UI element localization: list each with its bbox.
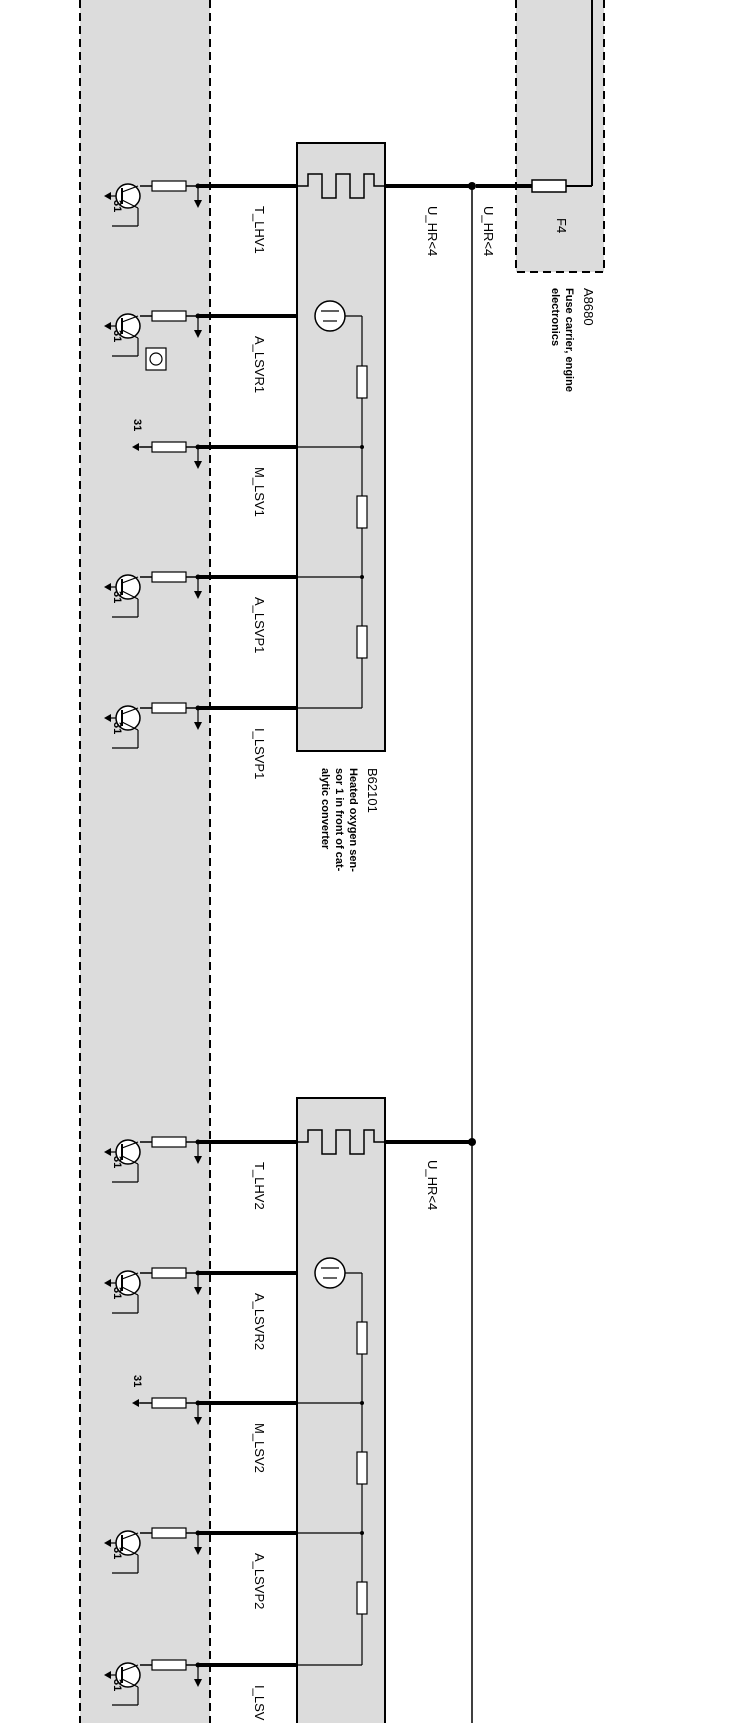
sensor-1-name-line1: Heated oxygen sen- xyxy=(347,768,359,872)
oxygen-sensor-2 xyxy=(296,1097,386,1723)
ecu-pin-m-lsv2: 31M_LSV2 xyxy=(131,1375,297,1473)
sensor-1-id: B62101 xyxy=(365,768,380,813)
resistor-icon xyxy=(151,1659,187,1671)
resistor-icon xyxy=(356,1321,368,1355)
connector-label: A_LSVP2 xyxy=(252,1553,267,1609)
resistor-icon xyxy=(356,495,368,529)
fuse-carrier-id: A8680 xyxy=(581,288,596,326)
ground-label: 31 xyxy=(111,1156,123,1168)
pump-cell-icon xyxy=(314,1257,346,1289)
resistor-icon xyxy=(356,1451,368,1485)
ground-label: 31 xyxy=(111,591,123,603)
ground-arrow-icon xyxy=(104,1671,111,1679)
connector-label: T_LHV2 xyxy=(252,1162,267,1210)
arrow-down-icon xyxy=(194,722,202,730)
heater-element-icon xyxy=(297,173,385,199)
resistor-icon xyxy=(356,1581,368,1615)
resistor-icon xyxy=(151,1397,187,1409)
resistor-icon xyxy=(151,310,187,322)
connector-label: A_LSVR1 xyxy=(252,336,267,393)
resistor-icon xyxy=(151,571,187,583)
fuse-carrier-name-line2: electronics xyxy=(549,288,561,346)
ground-arrow-icon xyxy=(104,1148,111,1156)
pump-cell-icon xyxy=(314,300,346,332)
fuse-f4-symbol xyxy=(531,179,567,193)
oxygen-sensor-1: B62101 Heated oxygen sen- sor 1 in front… xyxy=(296,142,386,872)
ground-label: 31 xyxy=(131,419,143,431)
ground-arrow-icon xyxy=(104,1279,111,1287)
sensor-1-heater-supply-label: U_HR<4 xyxy=(425,206,440,256)
arrow-down-icon xyxy=(194,200,202,208)
connector-label: I_LSV xyxy=(252,1685,267,1721)
resistor-icon xyxy=(356,365,368,399)
resistor-icon xyxy=(151,180,187,192)
ground-label: 31 xyxy=(111,722,123,734)
ground-label: 31 xyxy=(111,1547,123,1559)
fuse-carrier: F4 A8680 Fuse carrier, engine electronic… xyxy=(476,0,605,392)
arrow-down-icon xyxy=(194,591,202,599)
resistor-icon xyxy=(151,1527,187,1539)
ecu-pin-m-lsv1: 31M_LSV1 xyxy=(131,419,297,517)
ground-label: 31 xyxy=(111,1287,123,1299)
arrow-down-icon xyxy=(194,1547,202,1555)
ground-arrow-icon xyxy=(104,583,111,591)
sensor-1-name-line2: sor 1 in front of cat- xyxy=(333,768,345,872)
connector-label: I_LSVP1 xyxy=(252,728,267,779)
fuse-label: F4 xyxy=(554,218,569,233)
ground-label: 31 xyxy=(111,1679,123,1691)
ground-label: 31 xyxy=(111,330,123,342)
arrow-down-icon xyxy=(194,1156,202,1164)
connector-label: T_LHV1 xyxy=(252,206,267,254)
ground-arrow-icon xyxy=(132,443,139,451)
arrow-down-icon xyxy=(194,461,202,469)
connector-label: M_LSV1 xyxy=(252,467,267,517)
connector-label: M_LSV2 xyxy=(252,1423,267,1473)
fuse-carrier-name-line1: Fuse carrier, engine xyxy=(563,288,575,392)
bus-supply-label: U_HR<4 xyxy=(481,206,496,256)
ground-arrow-icon xyxy=(104,1539,111,1547)
resistor-icon xyxy=(151,1267,187,1279)
sensor-1-name-line3: alytic converter xyxy=(319,768,331,850)
ground-arrow-icon xyxy=(104,192,111,200)
heater-element-icon xyxy=(297,1129,385,1155)
ground-arrow-icon xyxy=(104,322,111,330)
resistor-icon xyxy=(151,702,187,714)
ground-label: 31 xyxy=(131,1375,143,1387)
arrow-down-icon xyxy=(194,1287,202,1295)
connector-label: A_LSVP1 xyxy=(252,597,267,653)
ground-arrow-icon xyxy=(132,1399,139,1407)
ground-arrow-icon xyxy=(104,714,111,722)
ground-label: 31 xyxy=(111,200,123,212)
ecu-module xyxy=(79,0,211,1723)
resistor-icon xyxy=(356,625,368,659)
connector-label: A_LSVR2 xyxy=(252,1293,267,1350)
arrow-down-icon xyxy=(194,330,202,338)
arrow-down-icon xyxy=(194,1679,202,1687)
resistor-icon xyxy=(151,1136,187,1148)
resistor-icon xyxy=(151,441,187,453)
arrow-down-icon xyxy=(194,1417,202,1425)
sensor-2-heater-supply-label: U_HR<4 xyxy=(425,1160,440,1210)
